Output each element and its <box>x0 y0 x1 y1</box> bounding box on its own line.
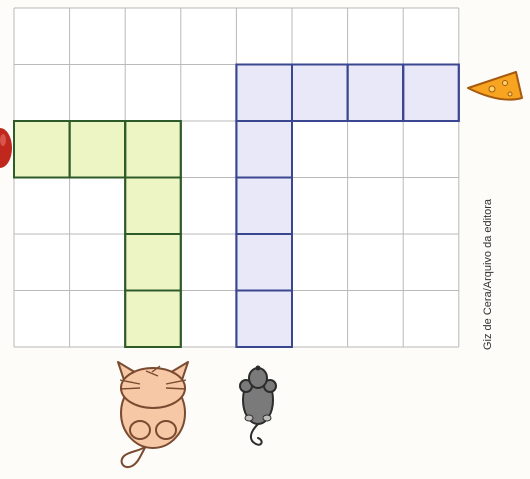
grid-cell <box>292 234 348 291</box>
grid-cell <box>348 121 404 178</box>
grid-cell <box>181 8 237 65</box>
cat-path-cell <box>14 121 70 178</box>
grid-cell <box>181 65 237 122</box>
cat-path-cell <box>125 121 181 178</box>
grid-cell <box>403 234 459 291</box>
grid-cell <box>181 178 237 235</box>
grid-cell <box>70 65 126 122</box>
grid-cell <box>236 8 292 65</box>
image-credit: Giz de Cera/Arquivo da editora <box>482 199 494 350</box>
cat-path-cell <box>70 121 126 178</box>
grid-cell <box>70 178 126 235</box>
grid-cell <box>181 234 237 291</box>
mouse-path-cell <box>236 178 292 235</box>
grid-cell <box>292 8 348 65</box>
grid-cell <box>403 8 459 65</box>
grid-cell <box>14 8 70 65</box>
grid-cell <box>181 121 237 178</box>
mouse-path-cell <box>236 291 292 348</box>
mouse-icon <box>240 366 276 445</box>
cat-icon <box>118 362 188 467</box>
grid-cell <box>181 291 237 348</box>
grid-cell <box>292 178 348 235</box>
mouse-path-cell <box>403 65 459 122</box>
grid-cell <box>14 178 70 235</box>
apple-icon <box>0 128 12 168</box>
mouse-path-cell <box>236 121 292 178</box>
cat-path-cell <box>125 234 181 291</box>
mouse-path-cell <box>348 65 404 122</box>
grid-cell <box>70 8 126 65</box>
mouse-path-cell <box>292 65 348 122</box>
mouse-path-cell <box>236 65 292 122</box>
cat-path-cell <box>125 291 181 348</box>
grid-cell <box>403 178 459 235</box>
grid-cell <box>14 291 70 348</box>
grid-cell <box>403 291 459 348</box>
grid-cell <box>70 234 126 291</box>
grid-cell <box>348 234 404 291</box>
grid-cell <box>125 8 181 65</box>
grid-cell <box>70 291 126 348</box>
grid-cell <box>14 234 70 291</box>
grid-cell <box>125 65 181 122</box>
cheese-icon <box>468 72 522 100</box>
mouse-path-cell <box>236 234 292 291</box>
grid-cell <box>348 291 404 348</box>
grid-cell <box>292 291 348 348</box>
grid-cell <box>348 178 404 235</box>
grid-cell <box>348 8 404 65</box>
grid-cell <box>14 65 70 122</box>
grid-cell <box>403 121 459 178</box>
grid-cell <box>292 121 348 178</box>
cat-path-cell <box>125 178 181 235</box>
